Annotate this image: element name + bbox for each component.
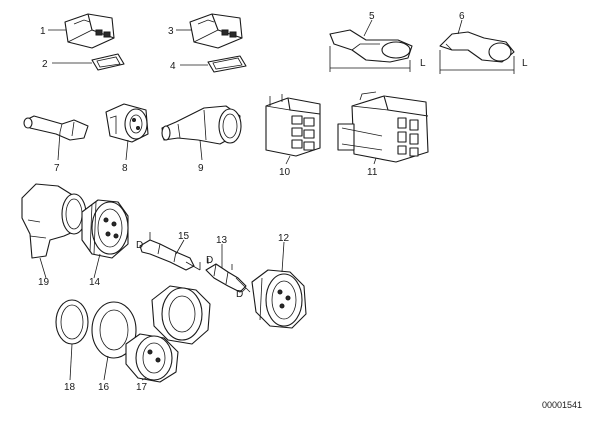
part-9-grommet-boot <box>161 105 242 145</box>
part-7-terminal <box>23 115 89 141</box>
callout-3: 3 <box>168 26 174 37</box>
callout-7: 7 <box>54 163 60 174</box>
part-2-seal-gasket <box>91 53 125 71</box>
part-11-multipin-connector <box>337 91 429 163</box>
callout-11: 11 <box>367 167 378 178</box>
part-10-multipin-housing <box>265 94 321 157</box>
dimension-d-part-15: D <box>136 240 143 251</box>
callout-14: 14 <box>89 277 101 288</box>
callout-1: 1 <box>40 26 46 37</box>
dimension-l-part-5: L <box>420 58 426 69</box>
callout-12: 12 <box>278 233 290 244</box>
dimension-marks <box>149 46 515 293</box>
callout-15: 15 <box>178 231 190 242</box>
part-1-connector-housing <box>64 13 115 49</box>
callout-16: 16 <box>98 382 110 393</box>
callout-13: 13 <box>216 235 228 246</box>
part-5-rubber-boot <box>329 29 413 63</box>
dimension-d-part-13: D <box>206 255 213 266</box>
callout-9: 9 <box>198 163 204 174</box>
dimension-l-part-6: L <box>522 58 528 69</box>
part-12-round-connector <box>251 269 307 329</box>
callout-2: 2 <box>42 59 48 70</box>
part-19-angled-boot <box>21 183 87 259</box>
part-16-flat-gasket <box>91 301 137 359</box>
part-8-round-connector <box>105 103 149 143</box>
part-3-connector-housing <box>189 13 243 49</box>
part-4-seal-gasket <box>207 55 247 73</box>
callout-19: 19 <box>38 277 50 288</box>
diagram-reference-number: 00001541 <box>542 400 582 410</box>
callout-5: 5 <box>369 11 375 22</box>
callout-8: 8 <box>122 163 128 174</box>
part-17-connector-assembly <box>125 285 211 383</box>
dimension-d-part-12: D <box>236 289 243 300</box>
part-13-contact-pins <box>205 263 251 293</box>
leader-lines <box>39 19 463 381</box>
callout-17: 17 <box>136 382 148 393</box>
callout-10: 10 <box>279 167 291 178</box>
dimension-letters: L L D D D <box>136 58 528 300</box>
callout-4: 4 <box>170 61 176 72</box>
part-6-rubber-boot <box>439 31 515 63</box>
callout-labels: 1 2 3 4 5 6 7 8 9 10 11 12 13 14 15 16 1… <box>38 11 465 393</box>
part-14-round-connector <box>81 199 129 259</box>
part-15-contact-pin <box>139 239 201 271</box>
callout-18: 18 <box>64 382 76 393</box>
part-18-ring-seal <box>55 299 89 345</box>
callout-6: 6 <box>459 11 465 22</box>
